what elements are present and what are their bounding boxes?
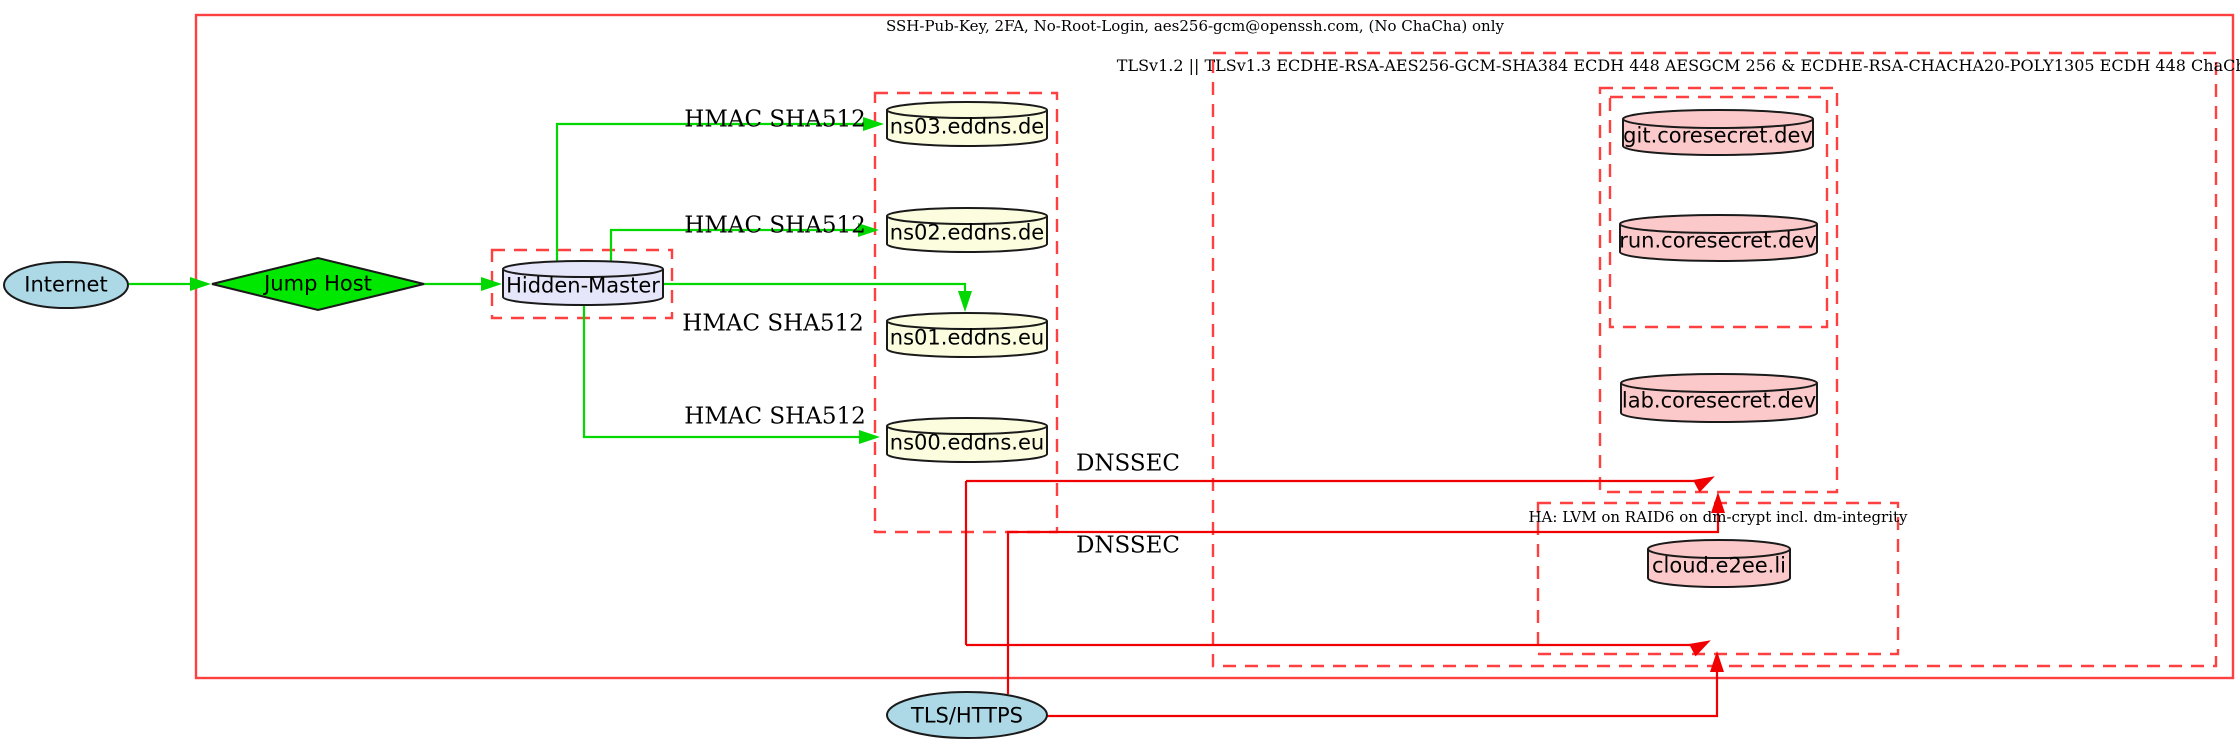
ssh-cluster-border: [194, 13, 2235, 680]
ns02-node: [886, 207, 1048, 253]
hmac-label-ns01: HMAC SHA512: [682, 310, 864, 337]
jump-host-label: Jump Host: [264, 271, 372, 296]
ha-cluster-label: HA: LVM on RAID6 on dm-crypt incl. dm-in…: [1528, 507, 1908, 526]
lab-label: lab.coresecret.dev: [1621, 388, 1817, 413]
arrowhead-ns01: [958, 291, 972, 312]
ns01-node: [886, 312, 1048, 358]
ns00-node: [886, 417, 1048, 463]
run-label: run.coresecret.dev: [1619, 228, 1817, 253]
edge-hiddenmaster-ns00: [582, 305, 867, 439]
ssh-cluster-label: SSH-Pub-Key, 2FA, No-Root-Login, aes256-…: [886, 16, 1504, 35]
ns03-node: [886, 101, 1048, 147]
arrowhead-tls-coresecret: [1711, 492, 1725, 513]
edge-tls-ha: [1046, 659, 1719, 718]
git-label: git.coresecret.dev: [1623, 123, 1813, 148]
hmac-label-ns00: HMAC SHA512: [684, 403, 866, 430]
hmac-label-ns02: HMAC SHA512: [684, 212, 866, 239]
hidden-master-label: Hidden-Master: [506, 273, 660, 298]
hmac-label-ns03: HMAC SHA512: [684, 106, 866, 133]
jump-host-node: [211, 256, 425, 312]
cloud-node: [1647, 539, 1791, 588]
ns03-label: ns03.eddns.de: [889, 114, 1045, 139]
cloud-label: cloud.e2ee.li: [1651, 553, 1787, 578]
arrowhead-hiddenmaster: [481, 277, 502, 291]
ns00-label: ns00.eddns.eu: [889, 430, 1045, 455]
dnssec-label-1: DNSSEC: [1075, 450, 1181, 477]
edge-hiddenmaster-ns02: [609, 228, 866, 262]
arrowhead-ns00: [859, 430, 880, 444]
edge-hiddenmaster-ns03: [555, 122, 871, 262]
lab-node: [1620, 373, 1818, 423]
arrowhead-ns02: [858, 223, 879, 237]
tls-https-label: TLS/HTTPS: [910, 703, 1024, 728]
git-node: [1622, 109, 1814, 156]
hidden-master-node: [502, 260, 664, 306]
internet-label: Internet: [24, 272, 108, 297]
arrowhead-jumphost: [190, 277, 211, 291]
edge-hiddenmaster-ns01: [663, 282, 967, 300]
arrowhead-ns03: [863, 117, 884, 131]
edge-tls-coresecret: [1006, 500, 1720, 694]
internet-node: [3, 261, 129, 309]
ns02-label: ns02.eddns.de: [889, 220, 1045, 245]
tls-https-node: [886, 691, 1048, 739]
coresecret-cluster-border: [1598, 86, 1839, 494]
dnssec-label-2: DNSSEC: [1075, 532, 1181, 559]
arrowhead-dnssec-ha: [1689, 640, 1711, 657]
coresecret-inner-cluster-border: [1608, 95, 1829, 329]
run-node: [1619, 214, 1818, 262]
ns01-label: ns01.eddns.eu: [889, 325, 1045, 350]
arrowhead-tls-ha: [1710, 651, 1724, 672]
arrowhead-dnssec-coresecret: [1693, 476, 1715, 493]
tls-cluster-label: TLSv1.2 || TLSv1.3 ECDHE-RSA-AES256-GCM-…: [1116, 56, 2240, 76]
